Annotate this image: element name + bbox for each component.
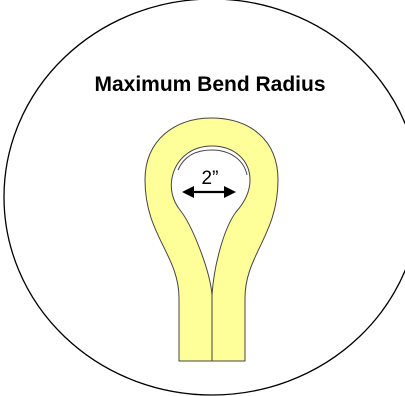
folded-cable xyxy=(144,117,279,362)
enclosing-circle xyxy=(3,0,405,396)
arrow-right-head xyxy=(224,186,236,198)
diagram-title: Maximum Bend Radius xyxy=(94,73,325,96)
cable-inner-edge xyxy=(177,149,248,176)
bend-measurement-label: 2” xyxy=(202,168,219,189)
bend-diameter-arrow xyxy=(182,186,236,198)
arrow-left-head xyxy=(182,186,194,198)
